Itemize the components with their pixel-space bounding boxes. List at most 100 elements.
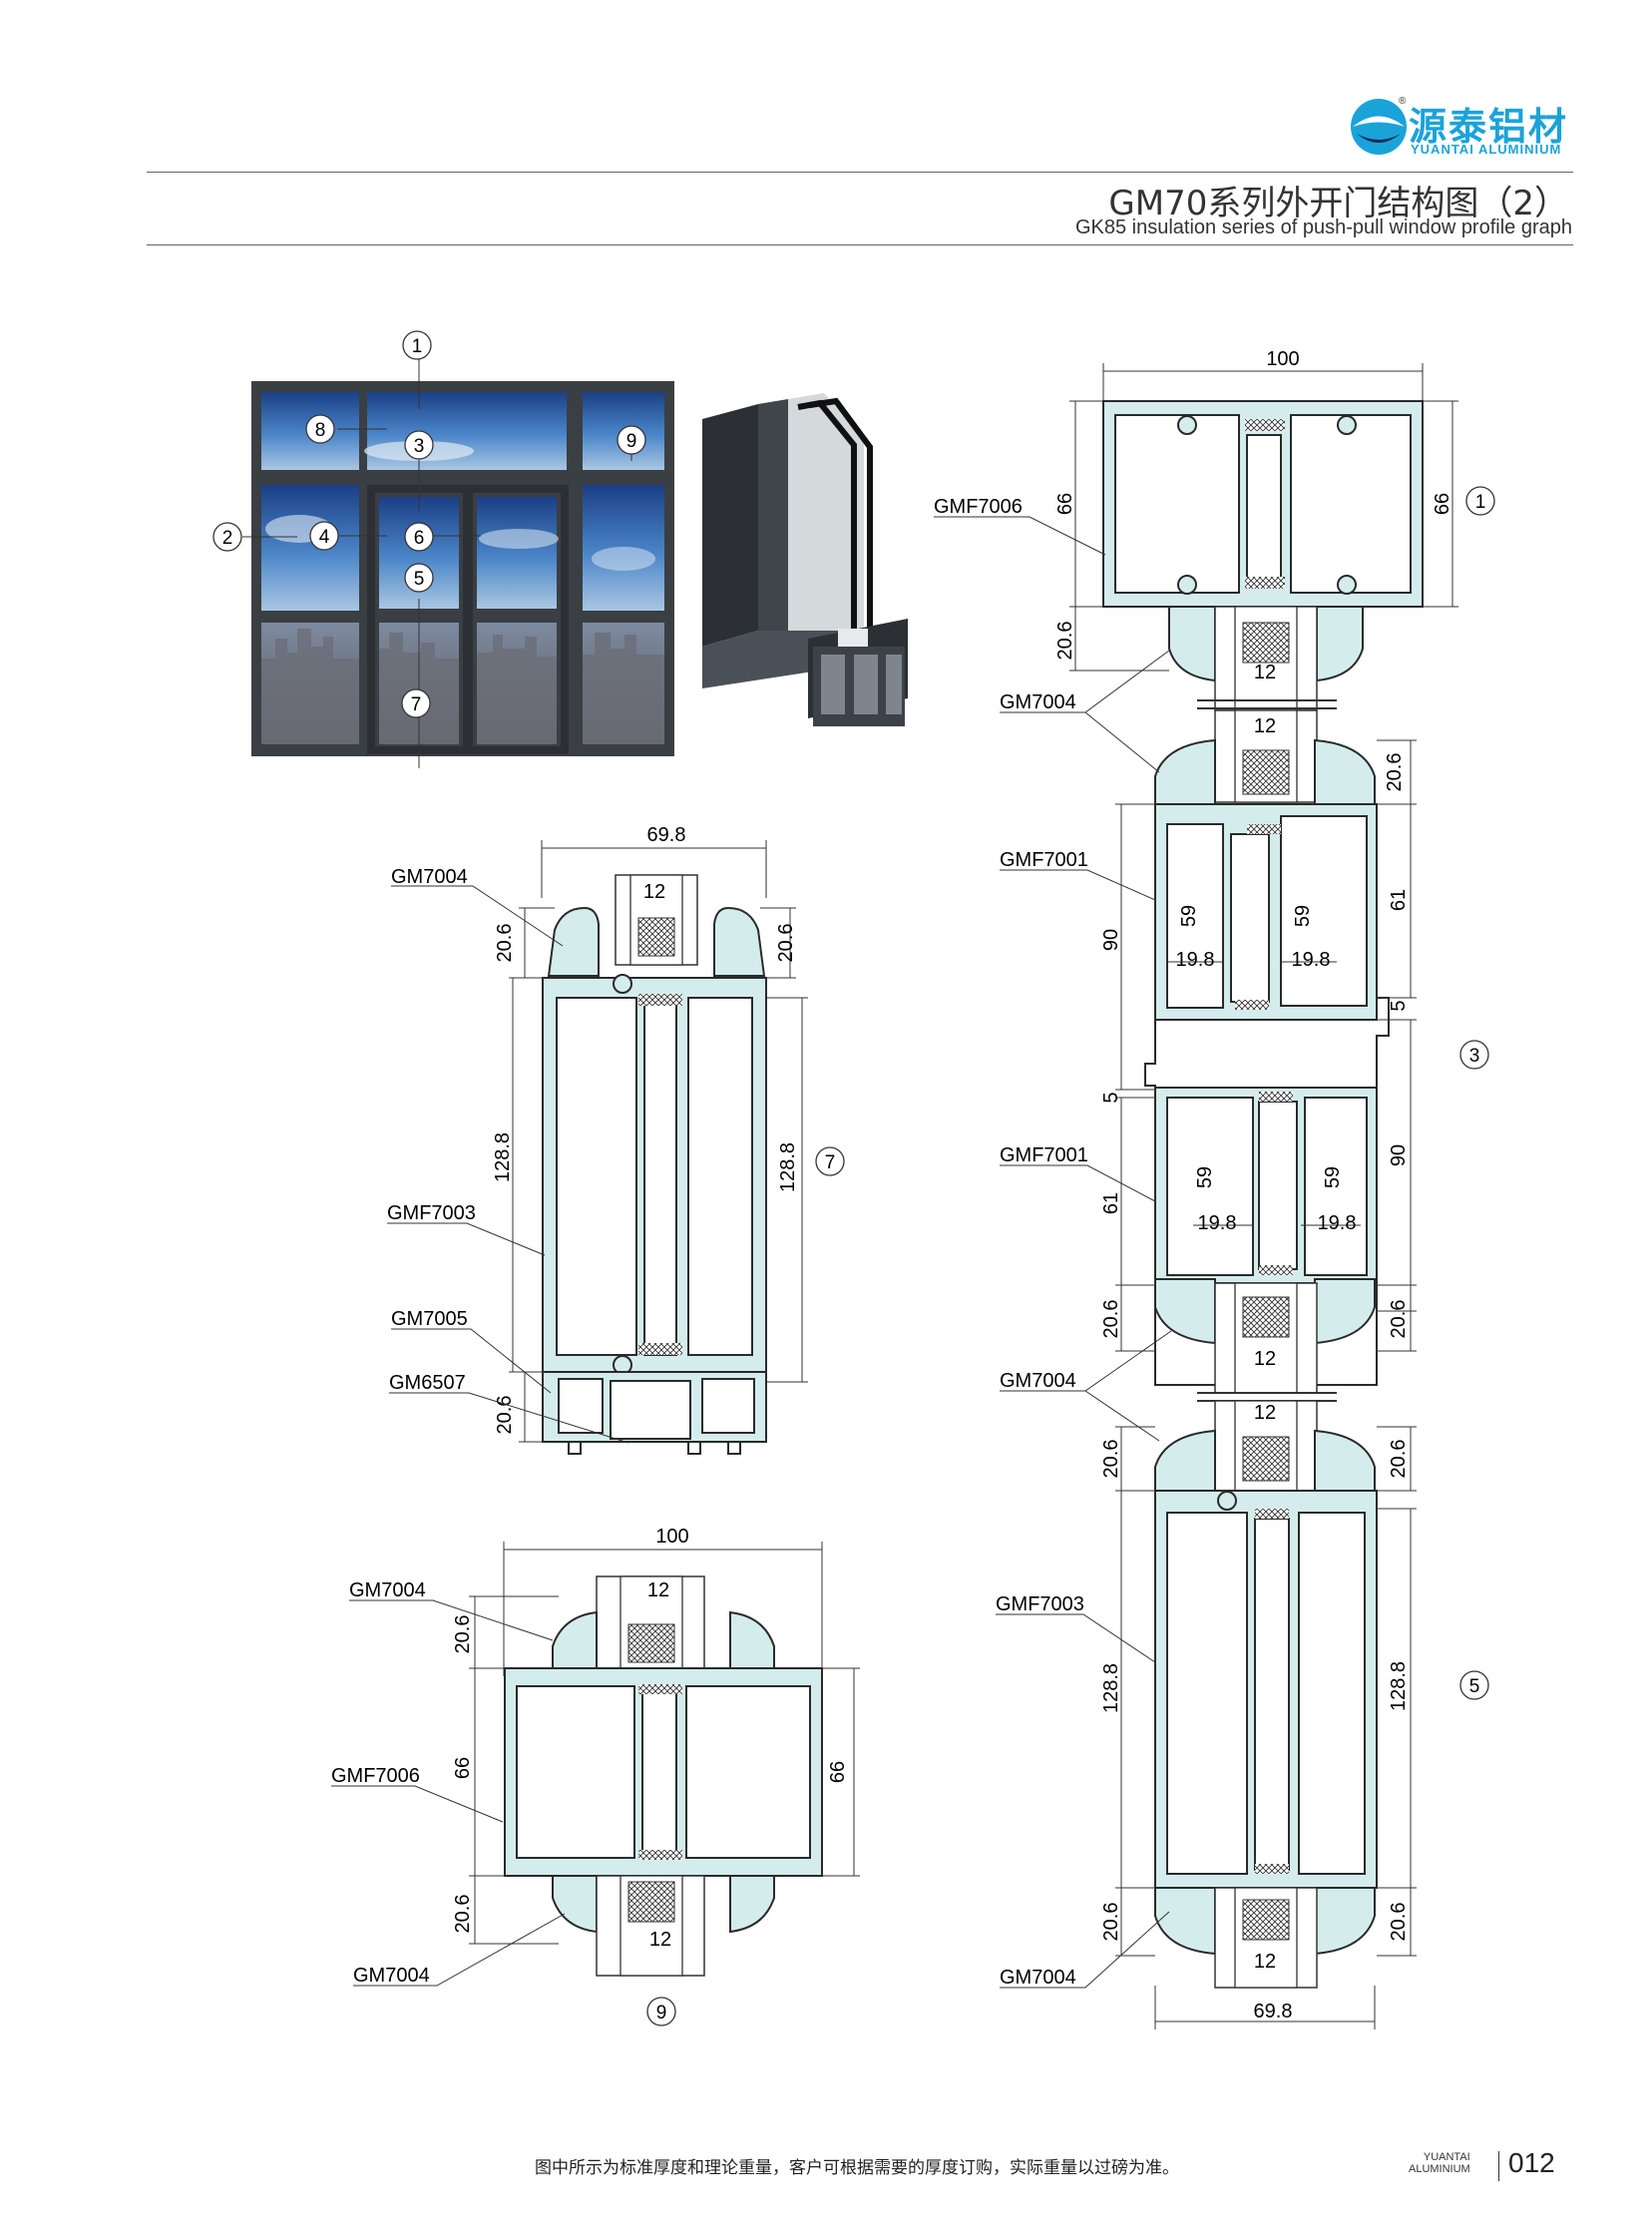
svg-text:12: 12 [649, 1929, 671, 1951]
svg-text:12: 12 [1254, 1951, 1276, 1973]
svg-text:59: 59 [1194, 1166, 1216, 1188]
svg-text:1: 1 [1475, 492, 1486, 513]
footer-brand: YUANTAI ALUMINIUM [1409, 2151, 1470, 2175]
svg-text:GMF7003: GMF7003 [387, 1202, 476, 1224]
svg-text:90: 90 [1388, 1144, 1410, 1166]
svg-text:7: 7 [825, 1152, 836, 1173]
svg-text:59: 59 [1178, 905, 1200, 927]
svg-text:GM7004: GM7004 [1000, 691, 1076, 713]
header-rule-top [147, 172, 1573, 173]
svg-text:100: 100 [1266, 348, 1299, 370]
svg-text:GM7004: GM7004 [1000, 1967, 1076, 1989]
svg-text:5: 5 [1469, 1676, 1480, 1697]
svg-text:128.8: 128.8 [1388, 1661, 1410, 1711]
svg-text:19.8: 19.8 [1176, 949, 1215, 971]
svg-text:19.8: 19.8 [1318, 1212, 1357, 1234]
svg-text:19.8: 19.8 [1292, 949, 1331, 971]
svg-text:59: 59 [1322, 1166, 1344, 1188]
svg-text:5: 5 [414, 569, 425, 590]
svg-text:GMF7006: GMF7006 [934, 496, 1023, 518]
svg-text:3: 3 [1469, 1046, 1480, 1067]
footer-separator [1498, 2151, 1499, 2181]
svg-text:20.6: 20.6 [1100, 1903, 1122, 1942]
photo-callout-3: 3 [404, 430, 434, 460]
svg-text:12: 12 [1254, 662, 1276, 683]
svg-text:69.8: 69.8 [1254, 2001, 1293, 2022]
photo-callout-2: 2 [212, 522, 242, 552]
svg-text:GMF7006: GMF7006 [331, 1765, 420, 1787]
svg-text:19.8: 19.8 [1198, 1212, 1237, 1234]
svg-text:61: 61 [1388, 889, 1410, 911]
svg-text:12: 12 [647, 1579, 669, 1601]
svg-text:GM7004: GM7004 [349, 1579, 426, 1601]
svg-text:20.6: 20.6 [1388, 1903, 1410, 1942]
svg-text:61: 61 [1100, 1192, 1122, 1214]
footer-note: 图中所示为标准厚度和理论重量，客户可根据需要的厚度订购，实际重量以过磅为准。 [535, 2158, 1179, 2178]
section-9-callout: 9 [646, 1997, 676, 2026]
section-7: 69.8 12 [387, 824, 845, 1455]
svg-text:4: 4 [319, 527, 330, 548]
svg-text:5: 5 [1388, 1000, 1410, 1011]
page-title-cn: GM70系列外开门结构图（2） [1108, 184, 1568, 224]
svg-text:5: 5 [1100, 1092, 1122, 1103]
svg-text:20.6: 20.6 [1384, 753, 1406, 792]
page-number: 012 [1508, 2147, 1555, 2178]
svg-text:66: 66 [1054, 493, 1076, 515]
svg-text:69.8: 69.8 [647, 824, 686, 846]
svg-text:GMF7003: GMF7003 [996, 1593, 1084, 1615]
section-7-callout: 7 [815, 1146, 845, 1176]
svg-text:8: 8 [315, 420, 326, 441]
section-right-callout-3: 3 [1459, 1040, 1489, 1070]
svg-text:3: 3 [414, 436, 425, 457]
svg-text:20.6: 20.6 [1388, 1440, 1410, 1479]
svg-text:9: 9 [656, 2003, 667, 2023]
brand-name-en: YUANTAI ALUMINIUM [1411, 142, 1562, 157]
svg-text:20.6: 20.6 [494, 1396, 516, 1435]
header-rule-bottom [147, 244, 1573, 245]
registered-mark: ® [1399, 96, 1407, 107]
svg-text:12: 12 [1254, 1348, 1276, 1370]
svg-text:GM6507: GM6507 [389, 1372, 466, 1394]
svg-text:12: 12 [643, 881, 665, 903]
window-photo: 1 2 3 4 5 6 7 8 9 [212, 330, 674, 768]
svg-text:7: 7 [411, 694, 422, 715]
svg-text:9: 9 [626, 431, 637, 452]
section-right: 100 12 12 [934, 348, 1495, 2029]
svg-text:20.6: 20.6 [494, 924, 516, 963]
photo-callout-6: 6 [404, 522, 434, 552]
svg-text:20.6: 20.6 [1388, 1300, 1410, 1339]
page-title-en: GK85 insulation series of push-pull wind… [1074, 217, 1572, 238]
svg-text:66: 66 [1432, 493, 1453, 515]
svg-text:66: 66 [452, 1757, 474, 1779]
svg-text:20.6: 20.6 [775, 924, 797, 963]
section-right-callout-5: 5 [1459, 1670, 1489, 1700]
svg-text:GM7004: GM7004 [353, 1965, 430, 1987]
svg-text:90: 90 [1100, 929, 1122, 951]
svg-text:GMF7001: GMF7001 [1000, 1144, 1088, 1166]
brand-logo-icon [1351, 99, 1407, 155]
svg-text:12: 12 [1254, 1402, 1276, 1424]
svg-text:20.6: 20.6 [452, 1615, 474, 1654]
footer-brand-line2: ALUMINIUM [1409, 2163, 1470, 2175]
photo-callout-5: 5 [404, 563, 434, 593]
svg-text:59: 59 [1292, 905, 1314, 927]
svg-text:6: 6 [414, 528, 425, 549]
photo-callout-7: 7 [401, 688, 431, 718]
photo-callout-9: 9 [617, 425, 646, 455]
section-9: 100 12 12 20.6 66 [331, 1526, 860, 2026]
photo-callout-8: 8 [305, 414, 335, 444]
svg-text:GMF7001: GMF7001 [1000, 849, 1088, 871]
svg-text:20.6: 20.6 [1054, 622, 1076, 661]
brand-name-cn: 源泰铝材 [1409, 104, 1569, 149]
svg-text:2: 2 [222, 528, 233, 549]
svg-text:12: 12 [1254, 715, 1276, 737]
svg-text:20.6: 20.6 [1100, 1440, 1122, 1479]
photo-callout-1: 1 [402, 330, 432, 360]
section-right-callout-1: 1 [1465, 486, 1495, 516]
photo-callouts: 1 2 3 4 5 6 7 8 9 [212, 330, 646, 718]
svg-text:66: 66 [827, 1761, 849, 1783]
svg-text:128.8: 128.8 [492, 1132, 514, 1182]
corner-profile-render [702, 393, 908, 726]
svg-text:1: 1 [412, 336, 423, 357]
